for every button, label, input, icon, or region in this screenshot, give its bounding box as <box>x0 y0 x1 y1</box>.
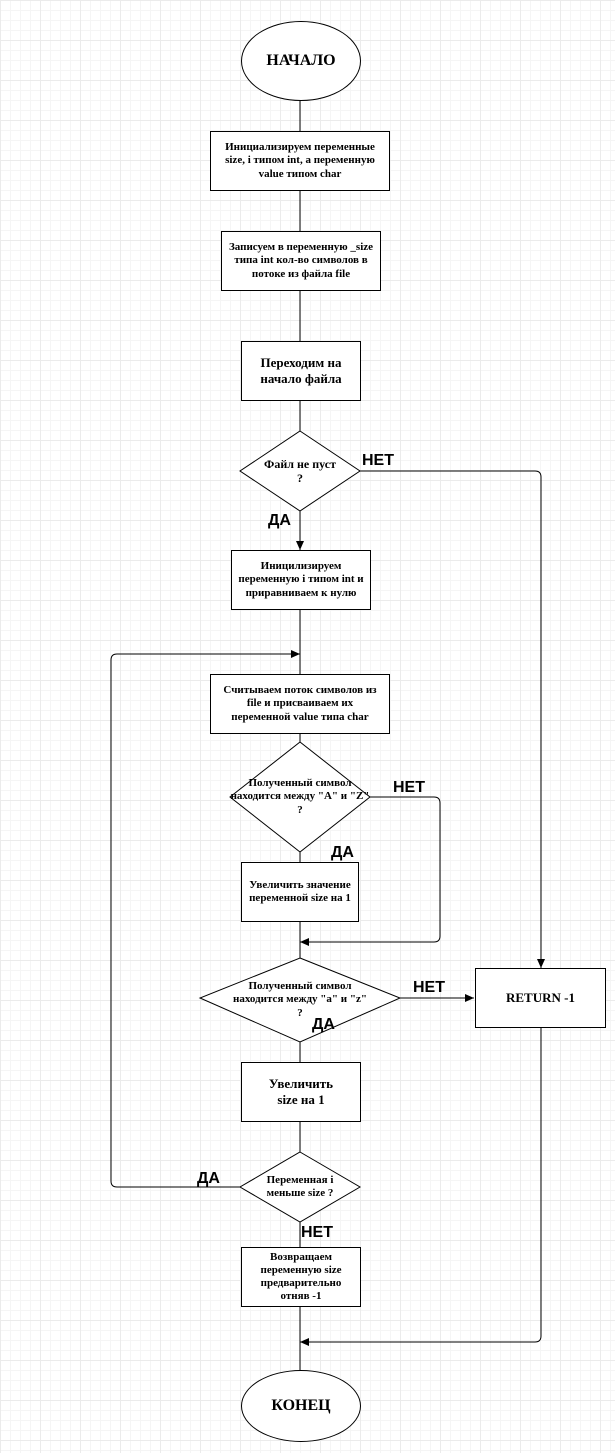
process-return-size: Возвращаем переменную size предварительн… <box>241 1247 361 1307</box>
label-loop-yes: ДА <box>197 1170 220 1187</box>
label-lower-yes: ДА <box>312 1016 335 1033</box>
start-terminator: НАЧАЛО <box>241 21 361 101</box>
decision-i-less-size <box>239 1151 361 1223</box>
label-empty-no: НЕТ <box>362 452 394 469</box>
end-terminator: КОНЕЦ <box>241 1370 361 1442</box>
label-loop-no: НЕТ <box>301 1224 333 1241</box>
decision-i-less-size-text: Переменная i меньше size ? <box>266 1173 334 1199</box>
decision-file-not-empty-text: Файл не пуст ? <box>264 456 336 485</box>
process-read-stream: Считываем поток символов из file и присв… <box>210 674 390 734</box>
process-goto-file-start: Переходим на начало файла <box>241 341 361 401</box>
connector-check-no-to-minus-one <box>360 470 545 968</box>
label-upper-no: НЕТ <box>393 779 425 796</box>
process-init-vars: Инициализируем переменные size, i типом … <box>210 131 390 191</box>
label-lower-no: НЕТ <box>413 979 445 996</box>
decision-upper-range <box>229 741 371 853</box>
label-upper-yes: ДА <box>331 844 354 861</box>
connector-loop-yes-back <box>110 650 300 1188</box>
process-init-i: Иницилизируем переменную i типом int и п… <box>231 550 371 610</box>
decision-lower-range-text: Полученный символ находится между "a" и … <box>233 980 367 1019</box>
process-inc-size-lower: Увеличить size на 1 <box>241 1062 361 1122</box>
process-write-size: Записуем в переменную _size типа int кол… <box>221 231 381 291</box>
decision-lower-range <box>198 957 402 1043</box>
connector-upper-no-merge <box>300 796 441 946</box>
decision-upper-range-text: Полученный символ находится между "A" и … <box>230 777 370 816</box>
process-inc-size-upper: Увеличить значение переменной size на 1 <box>241 862 359 922</box>
label-empty-yes: ДА <box>268 512 291 529</box>
connector-minus-one-to-end <box>300 1028 542 1346</box>
process-return-minus-one: RETURN -1 <box>475 968 606 1028</box>
decision-file-not-empty <box>239 430 361 512</box>
